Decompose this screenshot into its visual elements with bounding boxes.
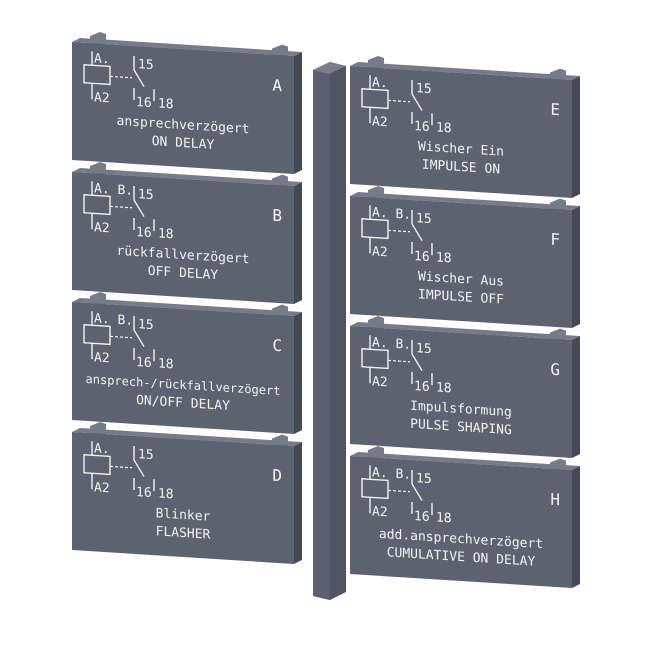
terminal-a2: A2 — [372, 114, 388, 130]
terminal-18: 18 — [436, 510, 452, 526]
terminal-a2: A2 — [94, 480, 110, 496]
terminal-15: 15 — [416, 211, 432, 227]
coil-symbol — [83, 324, 111, 346]
terminal-18: 18 — [158, 96, 174, 112]
terminal-a2: A2 — [94, 220, 110, 236]
function-letter: G — [550, 360, 560, 380]
terminal-18: 18 — [158, 356, 174, 372]
coil-symbol — [361, 478, 389, 500]
german-description: Impulsformung — [410, 399, 512, 420]
coil-symbol — [83, 64, 111, 86]
contact-label: A. B. — [372, 205, 411, 222]
terminal-18: 18 — [158, 226, 174, 242]
english-description: IMPULSE OFF — [418, 287, 504, 307]
terminal-16: 16 — [414, 249, 430, 265]
terminal-16: 16 — [414, 379, 430, 395]
terminal-15: 15 — [138, 57, 154, 73]
terminal-18: 18 — [436, 120, 452, 136]
contact-label: A. B. — [94, 181, 133, 198]
terminal-16: 16 — [414, 119, 430, 135]
english-description: IMPULSE ON — [422, 158, 500, 178]
function-letter: B — [272, 206, 282, 226]
contact-label: A. — [94, 441, 110, 457]
terminal-a2: A2 — [372, 244, 388, 260]
terminal-a2: A2 — [372, 374, 388, 390]
function-letter: H — [550, 490, 560, 510]
contact-label: A. B. — [94, 311, 133, 328]
terminal-16: 16 — [136, 95, 152, 111]
contact-label: A. B. — [372, 465, 411, 482]
coil-symbol — [83, 454, 111, 476]
english-description: PULSE SHAPING — [410, 417, 512, 438]
coil-symbol — [83, 194, 111, 216]
terminal-15: 15 — [138, 187, 154, 203]
english-description: OFF DELAY — [148, 264, 219, 283]
coil-symbol — [361, 88, 389, 110]
terminal-16: 16 — [136, 355, 152, 371]
function-letter: D — [272, 466, 282, 486]
terminal-15: 15 — [416, 471, 432, 487]
terminal-a2: A2 — [94, 350, 110, 366]
center-rail — [313, 62, 346, 600]
contact-label: A. B. — [372, 335, 411, 352]
function-letter: C — [272, 336, 282, 356]
terminal-18: 18 — [436, 250, 452, 266]
terminal-a2: A2 — [94, 90, 110, 106]
german-description: Wischer Aus — [418, 269, 504, 289]
english-description: ON/OFF DELAY — [136, 393, 230, 414]
terminal-18: 18 — [436, 380, 452, 396]
terminal-18: 18 — [158, 486, 174, 502]
function-letter: F — [550, 230, 560, 250]
german-description: Wischer Ein — [418, 139, 504, 159]
terminal-15: 15 — [138, 447, 154, 463]
terminal-16: 16 — [414, 509, 430, 525]
terminal-15: 15 — [138, 317, 154, 333]
terminal-a2: A2 — [372, 504, 388, 520]
terminal-16: 16 — [136, 485, 152, 501]
german-description: Blinker — [156, 506, 211, 524]
contact-label: A. — [372, 75, 388, 91]
english-description: ON DELAY — [152, 134, 215, 153]
function-letter: E — [550, 100, 560, 120]
terminal-15: 15 — [416, 81, 432, 97]
terminal-16: 16 — [136, 225, 152, 241]
contact-label: A. — [94, 51, 110, 67]
function-letter: A — [272, 76, 282, 96]
coil-symbol — [361, 218, 389, 240]
coil-symbol — [361, 348, 389, 370]
english-description: FLASHER — [156, 524, 211, 542]
terminal-15: 15 — [416, 341, 432, 357]
